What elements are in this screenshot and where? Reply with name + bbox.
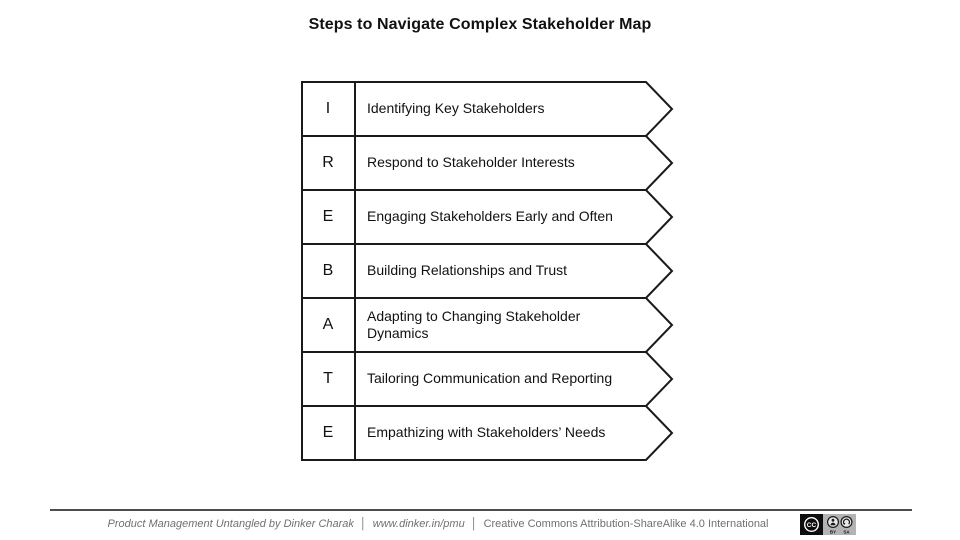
sa-label: SA xyxy=(843,530,850,535)
step-label: Engaging Stakeholders Early and Often xyxy=(367,208,613,225)
step-letter: E xyxy=(322,424,334,441)
by-person-head xyxy=(831,518,835,522)
license-text: Creative Commons Attribution-ShareAlike … xyxy=(483,518,769,530)
cc-logo-icon xyxy=(803,516,820,533)
step-row-6: T Tailoring Communication and Reporting xyxy=(301,351,674,407)
step-label: Respond to Stakeholder Interests xyxy=(367,154,575,171)
by-label: BY xyxy=(830,530,836,535)
step-arrow-shape xyxy=(301,135,674,191)
cc-logo-text: CC xyxy=(807,522,817,529)
step-arrow-shape xyxy=(301,81,674,137)
stakeholder-steps-diagram: I Identifying Key Stakeholders R Respond… xyxy=(301,81,674,461)
credit-text: Product Management Untangled by Dinker C… xyxy=(107,518,354,530)
by-person-body xyxy=(830,522,836,526)
footer-separator: │ xyxy=(470,518,478,530)
step-row-2: R Respond to Stakeholder Interests xyxy=(301,135,674,191)
by-person-icon xyxy=(827,515,840,529)
arrow-outline xyxy=(301,81,674,137)
step-arrow-shape xyxy=(301,189,674,245)
step-arrow-shape xyxy=(301,243,674,299)
step-letter: B xyxy=(322,262,334,279)
cc-by-sa-badge: CC BY SA xyxy=(800,514,856,535)
step-letter: T xyxy=(323,370,333,387)
step-label: Identifying Key Stakeholders xyxy=(367,100,545,117)
step-row-5: A Adapting to Changing Stakeholder Dynam… xyxy=(301,297,674,353)
step-row-4: B Building Relationships and Trust xyxy=(301,243,674,299)
page-title: Steps to Navigate Complex Stakeholder Ma… xyxy=(308,16,652,33)
step-arrow-shape xyxy=(301,297,674,353)
step-label: Adapting to Changing Stakeholder Dynamic… xyxy=(367,307,581,342)
step-label: Tailoring Communication and Reporting xyxy=(367,370,613,387)
arrow-outline xyxy=(301,405,674,461)
arrow-outline xyxy=(301,351,674,407)
step-row-7: E Empathizing with Stakeholders’ Needs xyxy=(301,405,674,461)
footer-credits: Product Management Untangled by Dinker C… xyxy=(0,518,876,530)
step-label: Empathizing with Stakeholders’ Needs xyxy=(367,424,606,441)
step-letter: A xyxy=(322,316,334,333)
step-row-1: I Identifying Key Stakeholders xyxy=(301,81,674,137)
footer-url: www.dinker.in/pmu xyxy=(372,518,465,530)
sa-arrow-head xyxy=(843,523,846,525)
step-letter: I xyxy=(325,100,331,117)
sa-arrow-icon xyxy=(840,515,853,529)
arrow-outline xyxy=(301,135,674,191)
arrow-outline xyxy=(301,243,674,299)
step-letter: R xyxy=(322,154,334,171)
badge-black-panel xyxy=(800,514,823,535)
step-row-3: E Engaging Stakeholders Early and Often xyxy=(301,189,674,245)
step-arrow-shape xyxy=(301,351,674,407)
footer-divider xyxy=(50,509,912,511)
step-label: Building Relationships and Trust xyxy=(367,262,568,279)
footer-separator: │ xyxy=(359,518,367,530)
arrow-outline xyxy=(301,189,674,245)
arrow-outline xyxy=(301,297,674,353)
step-arrow-shape xyxy=(301,405,674,461)
step-letter: E xyxy=(322,208,334,225)
